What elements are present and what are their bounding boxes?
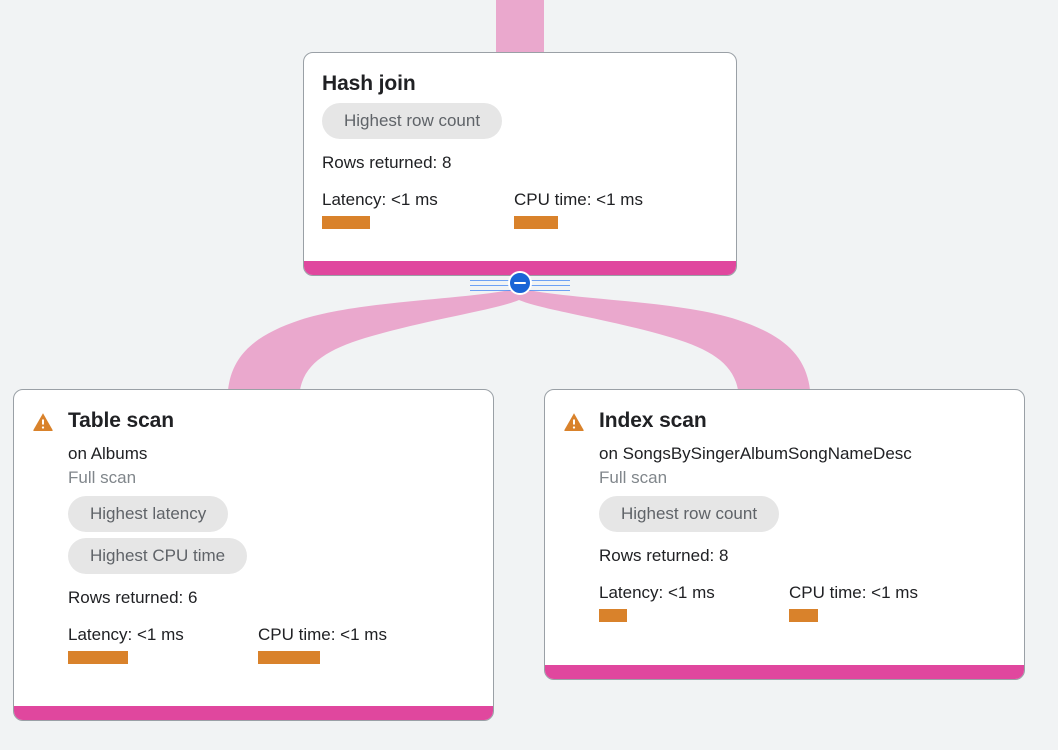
- node-subtitle: on Albums: [68, 444, 148, 463]
- rows-returned-label: Rows returned: 8: [322, 153, 452, 172]
- metric-latency-bar: [322, 216, 370, 229]
- chip-highest-latency: Highest latency: [68, 496, 229, 532]
- chip-highest-row-count: Highest row count: [322, 103, 503, 139]
- collapse-toggle-button[interactable]: [470, 270, 570, 296]
- metric-cpu-time-bar: [258, 651, 320, 664]
- card-body: Hash join Highest row count Rows returne…: [304, 53, 736, 243]
- chip-highest-cpu-time: Highest CPU time: [68, 538, 248, 574]
- header-text-column: Table scan on Albums Full scan Highest l…: [68, 408, 475, 664]
- rows-returned-label: Rows returned: 8: [599, 546, 729, 565]
- metric-cpu-time-label: CPU time: <1 ms: [789, 583, 918, 602]
- minus-icon: [514, 281, 526, 285]
- metric-cpu-time: CPU time: <1 ms: [258, 624, 387, 664]
- card-header: Table scan on Albums Full scan Highest l…: [32, 408, 475, 664]
- edge-to-index-scan: [519, 288, 810, 390]
- metric-cpu-time: CPU time: <1 ms: [514, 189, 643, 229]
- node-card-hash-join[interactable]: Hash join Highest row count Rows returne…: [303, 52, 737, 276]
- edge-to-table-scan: [228, 288, 519, 390]
- metric-latency: Latency: <1 ms: [599, 582, 789, 622]
- node-title: Index scan: [599, 409, 707, 432]
- metric-cpu-time-label: CPU time: <1 ms: [258, 625, 387, 644]
- metric-cpu-time-label: CPU time: <1 ms: [514, 190, 643, 209]
- metric-latency: Latency: <1 ms: [68, 624, 258, 664]
- edge-parent-inflow: [496, 0, 544, 52]
- metric-cpu-time-bar: [789, 609, 818, 622]
- node-title: Hash join: [322, 72, 416, 95]
- card-header: Index scan on SongsBySingerAlbumSongName…: [563, 408, 1006, 622]
- card-accent-bar: [304, 261, 736, 275]
- card-body: Index scan on SongsBySingerAlbumSongName…: [545, 390, 1024, 636]
- chip-list: Highest row count: [599, 496, 1006, 538]
- node-subnote: Full scan: [599, 468, 668, 487]
- rows-returned-label: Rows returned: 6: [68, 588, 198, 607]
- chip-highest-row-count: Highest row count: [599, 496, 780, 532]
- chip-list: Highest row count: [322, 103, 718, 145]
- node-title: Table scan: [68, 409, 174, 432]
- warning-triangle-icon: [564, 413, 584, 431]
- card-accent-bar: [545, 665, 1024, 679]
- header-text-column: Index scan on SongsBySingerAlbumSongName…: [599, 408, 1006, 622]
- metrics-row: Latency: <1 ms CPU time: <1 ms: [68, 624, 475, 664]
- minus-circle-icon[interactable]: [508, 271, 532, 295]
- card-body: Table scan on Albums Full scan Highest l…: [14, 390, 493, 678]
- metric-latency-bar: [68, 651, 128, 664]
- metric-latency-bar: [599, 609, 627, 622]
- metric-cpu-time: CPU time: <1 ms: [789, 582, 918, 622]
- header-text-column: Hash join: [322, 71, 718, 97]
- metric-latency-label: Latency: <1 ms: [599, 583, 715, 602]
- metric-latency-label: Latency: <1 ms: [322, 190, 438, 209]
- node-card-index-scan[interactable]: Index scan on SongsBySingerAlbumSongName…: [544, 389, 1025, 680]
- node-subtitle: on SongsBySingerAlbumSongNameDesc: [599, 444, 912, 463]
- metric-latency: Latency: <1 ms: [322, 189, 514, 229]
- node-card-table-scan[interactable]: Table scan on Albums Full scan Highest l…: [13, 389, 494, 721]
- metrics-row: Latency: <1 ms CPU time: <1 ms: [322, 189, 718, 229]
- warning-triangle-icon: [33, 413, 53, 431]
- node-subnote: Full scan: [68, 468, 137, 487]
- card-accent-bar: [14, 706, 493, 720]
- metric-latency-label: Latency: <1 ms: [68, 625, 184, 644]
- metric-cpu-time-bar: [514, 216, 558, 229]
- metrics-row: Latency: <1 ms CPU time: <1 ms: [599, 582, 1006, 622]
- chip-list: Highest latency Highest CPU time: [68, 496, 475, 580]
- card-header: Hash join: [322, 71, 718, 97]
